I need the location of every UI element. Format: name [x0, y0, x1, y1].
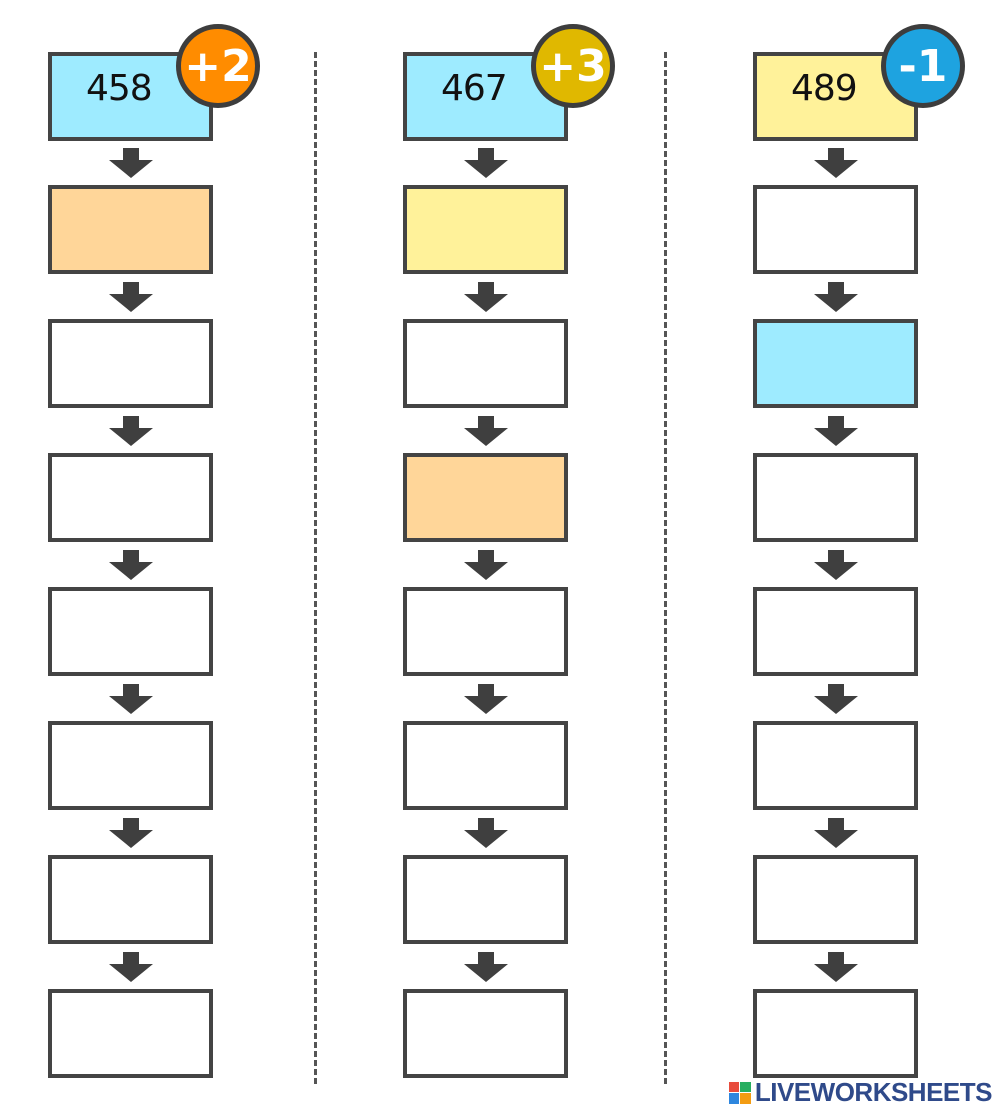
answer-input[interactable]	[52, 725, 209, 806]
rule-badge: +3	[531, 24, 615, 108]
start-value: 489	[791, 68, 858, 109]
answer-input[interactable]	[52, 859, 209, 940]
arrow-down-icon	[463, 951, 508, 982]
arrow-down-icon	[108, 281, 153, 312]
arrow-down-icon	[108, 683, 153, 714]
answer-box[interactable]	[753, 319, 918, 408]
arrow-down-icon	[108, 415, 153, 446]
answer-input[interactable]	[757, 859, 914, 940]
answer-box[interactable]	[403, 721, 568, 810]
start-value: 467	[441, 68, 508, 109]
arrow-down-icon	[813, 951, 858, 982]
rule-badge: +2	[176, 24, 260, 108]
answer-input[interactable]	[407, 189, 564, 270]
answer-box[interactable]	[48, 721, 213, 810]
brand-name: LIVEWORKSHEETS	[754, 1077, 993, 1107]
answer-box[interactable]	[403, 587, 568, 676]
arrow-down-icon	[813, 148, 858, 178]
answer-box[interactable]	[48, 319, 213, 408]
answer-input[interactable]	[407, 725, 564, 806]
column-divider-1	[314, 52, 317, 1084]
answer-input[interactable]	[757, 323, 914, 404]
answer-input[interactable]	[757, 591, 914, 672]
arrow-down-icon	[463, 281, 508, 312]
arrow-down-icon	[108, 148, 153, 178]
liveworksheets-logo-icon	[728, 1081, 751, 1104]
arrow-down-icon	[108, 817, 153, 848]
answer-input[interactable]	[52, 189, 209, 270]
answer-box[interactable]	[753, 855, 918, 944]
answer-input[interactable]	[757, 189, 914, 270]
rule-badge: -1	[881, 24, 965, 108]
arrow-down-icon	[813, 281, 858, 312]
answer-box[interactable]	[48, 453, 213, 542]
liveworksheets-logo: LIVEWORKSHEETS	[728, 1077, 993, 1108]
answer-input[interactable]	[52, 323, 209, 404]
arrow-down-icon	[463, 415, 508, 446]
answer-box[interactable]	[403, 453, 568, 542]
answer-input[interactable]	[52, 591, 209, 672]
answer-box[interactable]	[753, 587, 918, 676]
start-box: 467 +3	[403, 24, 615, 141]
answer-box[interactable]	[48, 185, 213, 274]
arrow-down-icon	[463, 683, 508, 714]
start-box: 458 +2	[48, 24, 260, 141]
answer-box[interactable]	[753, 185, 918, 274]
chain-column-1: 458 +2	[48, 0, 308, 1114]
start-value: 458	[86, 68, 153, 109]
answer-input[interactable]	[407, 993, 564, 1074]
answer-input[interactable]	[757, 725, 914, 806]
answer-input[interactable]	[407, 591, 564, 672]
arrow-down-icon	[463, 148, 508, 178]
answer-box[interactable]	[403, 989, 568, 1078]
arrow-down-icon	[813, 549, 858, 580]
arrow-down-icon	[463, 817, 508, 848]
start-box: 489 -1	[753, 24, 965, 141]
answer-box[interactable]	[48, 989, 213, 1078]
answer-input[interactable]	[407, 457, 564, 538]
arrow-down-icon	[813, 683, 858, 714]
answer-box[interactable]	[753, 721, 918, 810]
answer-box[interactable]	[403, 855, 568, 944]
arrow-down-icon	[813, 415, 858, 446]
chain-column-2: 467 +3	[403, 0, 663, 1114]
answer-input[interactable]	[757, 457, 914, 538]
answer-box[interactable]	[48, 855, 213, 944]
arrow-down-icon	[813, 817, 858, 848]
answer-box[interactable]	[753, 453, 918, 542]
answer-box[interactable]	[403, 185, 568, 274]
chain-column-3: 489 -1	[753, 0, 1000, 1114]
answer-input[interactable]	[52, 993, 209, 1074]
answer-input[interactable]	[52, 457, 209, 538]
answer-box[interactable]	[753, 989, 918, 1078]
answer-input[interactable]	[407, 859, 564, 940]
arrow-down-icon	[463, 549, 508, 580]
answer-box[interactable]	[48, 587, 213, 676]
column-divider-2	[664, 52, 667, 1084]
arrow-down-icon	[108, 549, 153, 580]
answer-input[interactable]	[757, 993, 914, 1074]
answer-box[interactable]	[403, 319, 568, 408]
answer-input[interactable]	[407, 323, 564, 404]
arrow-down-icon	[108, 951, 153, 982]
